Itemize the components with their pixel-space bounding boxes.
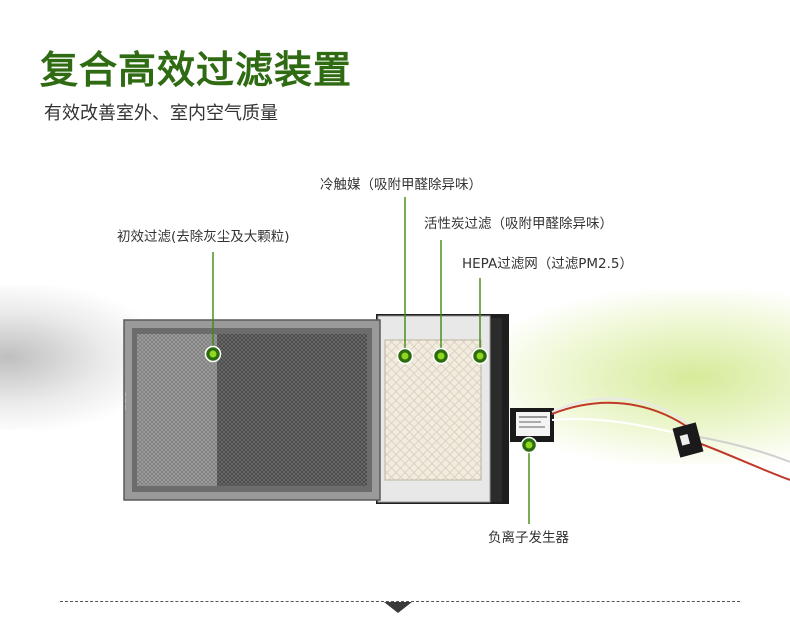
marker-dot (204, 345, 222, 363)
connector-plug (672, 422, 704, 458)
leader-lines (212, 197, 530, 524)
wires (551, 397, 790, 481)
anion-generator-device (510, 408, 554, 442)
hepa-panel (377, 315, 491, 503)
marker-dot (471, 347, 489, 365)
page-subtitle: 有效改善室外、室内空气质量 (44, 103, 278, 124)
callout-cold-catalyst: 冷触媒（吸附甲醛除异味） (320, 177, 482, 193)
primary-filter-frame: — — — (123, 319, 381, 501)
page-title: 复合高效过滤装置 (40, 48, 353, 92)
triangle-down-icon (384, 602, 412, 613)
callout-activated-carbon: 活性炭过滤（吸附甲醛除异味） (424, 216, 613, 232)
callout-markers (204, 345, 538, 454)
marker-dot (396, 347, 414, 365)
callout-anion-generator: 负离子发生器 (488, 530, 569, 546)
callout-hepa: HEPA过滤网（过滤PM2.5） (462, 256, 633, 272)
callout-primary-filter: 初效过滤(去除灰尘及大颗粒) (117, 229, 290, 245)
marker-dot (520, 436, 538, 454)
svg-text:— — —: — — — (123, 392, 129, 410)
section-divider (60, 601, 740, 602)
marker-dot (432, 347, 450, 365)
